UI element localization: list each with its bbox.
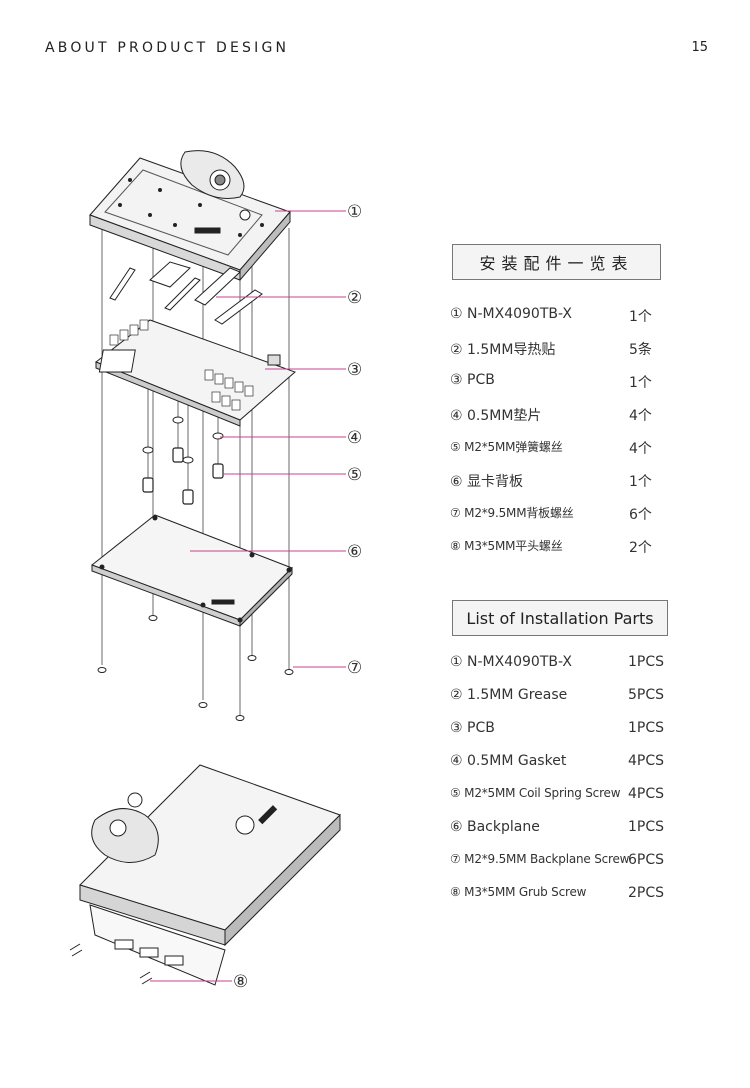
- callout-2: ②: [347, 288, 362, 308]
- assembly-guide-lines: [101, 228, 290, 715]
- spring-screws-part: [142, 447, 224, 505]
- list-item: ① N-MX4090TB-X 1个: [450, 306, 676, 339]
- part-qty: 4个: [629, 408, 652, 424]
- part-name: ⑧ M3*5MM平头螺丝: [450, 539, 563, 553]
- backplane-screws-part: [97, 615, 294, 721]
- callout-6: ⑥: [347, 542, 362, 562]
- parts-list-en: ① N-MX4090TB-X 1PCS ② 1.5MM Grease 5PCS ③ …: [450, 654, 676, 918]
- parts-list-title-en: List of Installation Parts: [452, 600, 668, 636]
- part-name: ⑧ M3*5MM Grub Screw: [450, 885, 587, 899]
- part-name: ⑤ M2*5MM Coil Spring Screw: [450, 786, 621, 800]
- part-qty: 6个: [629, 507, 652, 523]
- part-name: ③ PCB: [450, 720, 495, 736]
- part-qty: 4PCS: [628, 786, 665, 802]
- part-name: ⑥ 显卡背板: [450, 474, 524, 490]
- backplane-screw-holes: [99, 515, 292, 623]
- list-item: ⑥ 显卡背板 1个: [450, 471, 676, 504]
- part-qty: 4PCS: [628, 753, 665, 769]
- callout-leader-lines: [150, 210, 346, 982]
- list-item: ⑧ M3*5MM Grub Screw 2PCS: [450, 885, 676, 918]
- part-name: ① N-MX4090TB-X: [450, 654, 572, 670]
- callout-8: ⑧: [233, 972, 248, 992]
- water-block-part: [89, 150, 291, 282]
- part-name: ② 1.5MM Grease: [450, 687, 568, 703]
- part-qty: 2个: [629, 540, 652, 556]
- list-item: ① N-MX4090TB-X 1PCS: [450, 654, 676, 687]
- part-qty: 1个: [629, 474, 652, 490]
- list-item: ③ PCB 1个: [450, 372, 676, 405]
- list-item: ③ PCB 1PCS: [450, 720, 676, 753]
- list-item: ② 1.5MM导热贴 5条: [450, 339, 676, 372]
- part-name: ⑤ M2*5MM弹簧螺丝: [450, 440, 563, 454]
- part-name: ① N-MX4090TB-X: [450, 306, 572, 322]
- part-qty: 1个: [629, 309, 652, 325]
- list-item: ④ 0.5MM Gasket 4PCS: [450, 753, 676, 786]
- part-name: ③ PCB: [450, 372, 495, 388]
- part-qty: 2PCS: [628, 885, 665, 901]
- thermal-pads-part: [109, 261, 263, 325]
- list-item: ④ 0.5MM垫片 4个: [450, 405, 676, 438]
- list-item: ⑤ M2*5MM Coil Spring Screw 4PCS: [450, 786, 676, 819]
- part-qty: 1PCS: [628, 720, 665, 736]
- page-header-title: ABOUT PRODUCT DESIGN: [45, 40, 290, 56]
- list-item: ② 1.5MM Grease 5PCS: [450, 687, 676, 720]
- callout-3: ③: [347, 360, 362, 380]
- part-name: ⑦ M2*9.5MM背板螺丝: [450, 506, 574, 520]
- backplane-part: [90, 514, 293, 628]
- callout-numbers: ① ② ③ ④ ⑤ ⑥ ⑦ ⑧: [233, 202, 362, 992]
- list-item: ⑦ M2*9.5MM背板螺丝 6个: [450, 504, 676, 537]
- part-name: ⑥ Backplane: [450, 819, 540, 835]
- list-item: ⑤ M2*5MM弹簧螺丝 4个: [450, 438, 676, 471]
- part-name: ⑦ M2*9.5MM Backplane Screw: [450, 852, 630, 866]
- list-item: ⑥ Backplane 1PCS: [450, 819, 676, 852]
- parts-list-cn: ① N-MX4090TB-X 1个 ② 1.5MM导热贴 5条 ③ PCB 1个 ④ …: [450, 306, 676, 570]
- list-item: ⑧ M3*5MM平头螺丝 2个: [450, 537, 676, 570]
- callout-1: ①: [347, 202, 362, 222]
- water-block-screws: [118, 178, 264, 237]
- part-qty: 1PCS: [628, 654, 665, 670]
- page-number: 15: [691, 40, 708, 55]
- part-qty: 5PCS: [628, 687, 665, 703]
- part-qty: 5条: [629, 342, 652, 358]
- callout-7: ⑦: [347, 658, 362, 678]
- parts-list-title-cn: 安装配件一览表: [452, 244, 661, 280]
- part-qty: 6PCS: [628, 852, 665, 868]
- assembled-card-illustration: [69, 764, 341, 986]
- callout-5: ⑤: [347, 465, 362, 485]
- part-qty: 1个: [629, 375, 652, 391]
- callout-4: ④: [347, 428, 362, 448]
- pcb-part: [95, 319, 296, 427]
- part-name: ④ 0.5MM Gasket: [450, 753, 567, 769]
- part-name: ② 1.5MM导热贴: [450, 342, 556, 358]
- part-name: ④ 0.5MM垫片: [450, 408, 542, 424]
- gaskets-part: [142, 416, 224, 464]
- part-qty: 4个: [629, 441, 652, 457]
- part-qty: 1PCS: [628, 819, 665, 835]
